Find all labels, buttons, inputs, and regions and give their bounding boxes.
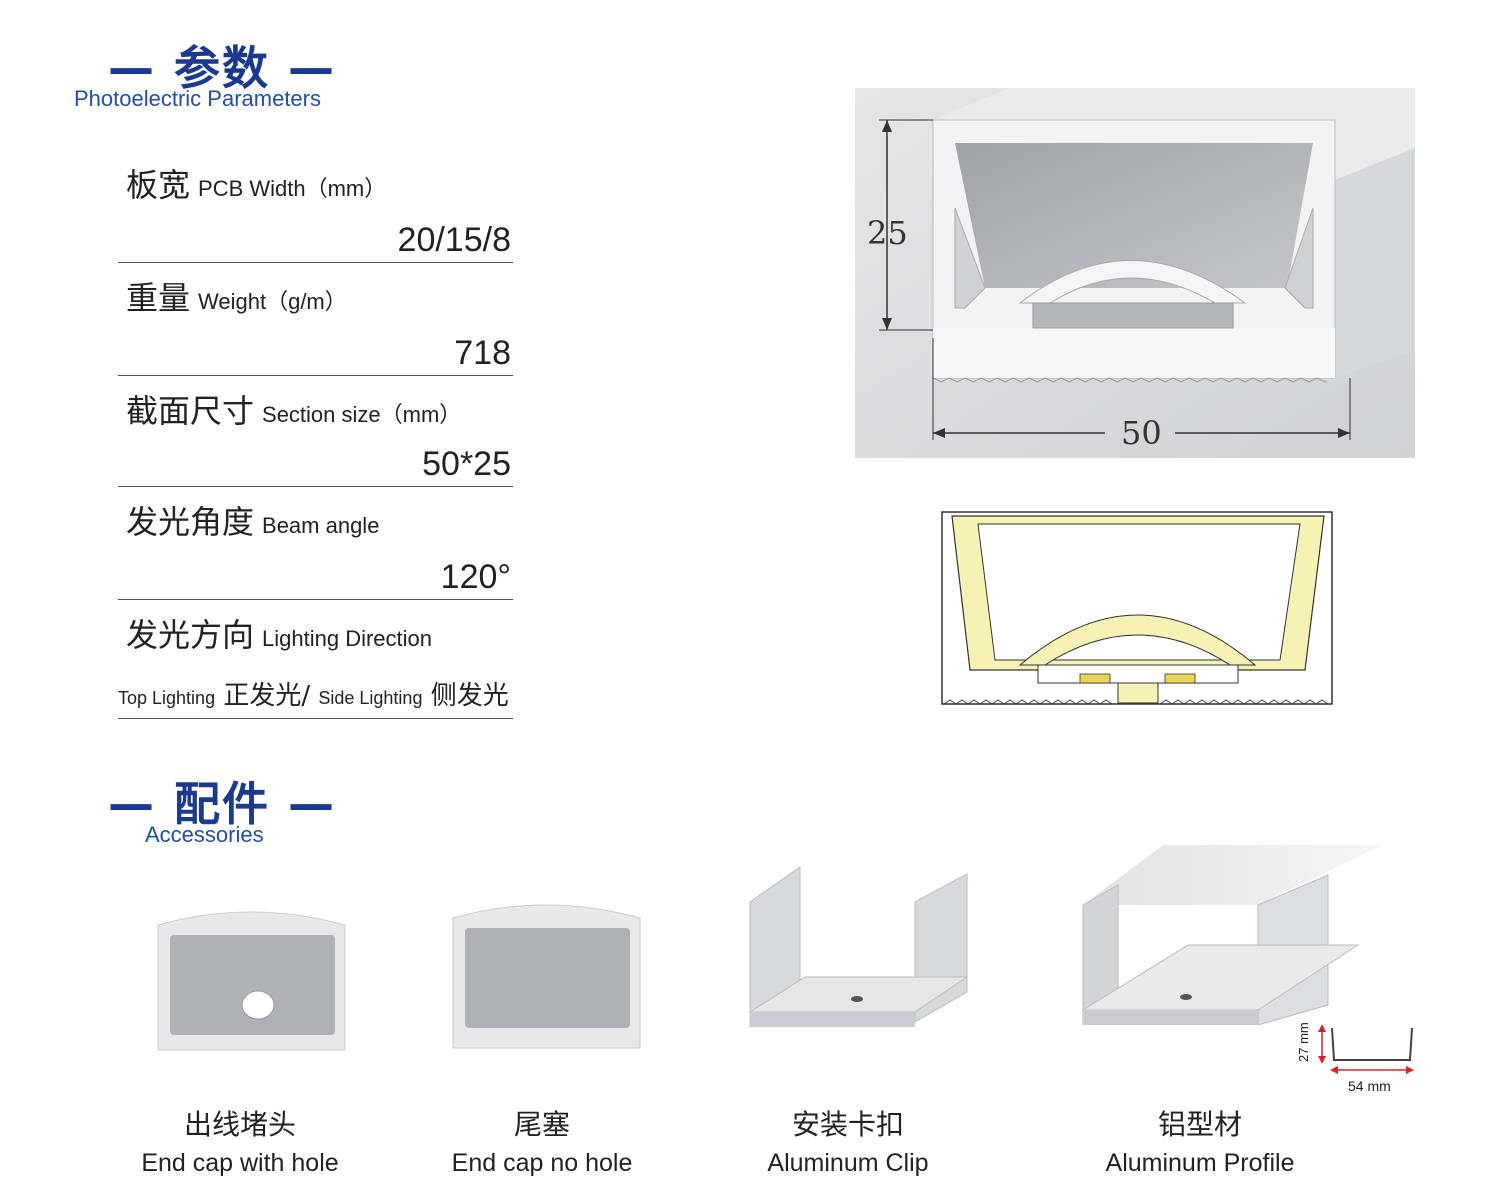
- param-value: 120°: [440, 558, 511, 596]
- width-dimension-label: 50: [1121, 414, 1162, 452]
- accessory-name-en: Aluminum Profile: [1105, 1149, 1295, 1177]
- param-label-cn: 截面尺寸: [126, 392, 255, 430]
- param-label-cn: 发光方向: [126, 616, 255, 654]
- param-label-cn: 发光角度: [126, 503, 255, 541]
- side-lighting-en: Side Lighting: [318, 688, 423, 708]
- cross-section-drawing: [940, 510, 1335, 710]
- accessory-caption: 安装卡扣 Aluminum Clip: [718, 1103, 978, 1178]
- height-dimension-label: 25: [867, 214, 908, 252]
- accessory-name-cn: 铝型材: [1157, 1108, 1242, 1141]
- param-label-en: Section size（mm）: [262, 402, 462, 427]
- param-row-direction: 发光方向 Lighting Direction Top Lighting 正发光/…: [118, 600, 513, 719]
- accessory-caption: 尾塞 End cap no hole: [412, 1103, 672, 1178]
- top-lighting-cn: 正发光/: [223, 681, 311, 711]
- aluminum-profile-dimension-drawing: 27 mm 54 mm: [1292, 1010, 1422, 1100]
- param-label-cn: 重量: [126, 279, 191, 317]
- accessory-caption: 出线堵头 End cap with hole: [110, 1103, 370, 1178]
- aluminum-profile-image: [1078, 845, 1383, 1030]
- param-value: 718: [454, 334, 511, 372]
- clip-height-label: 27 mm: [1296, 1022, 1311, 1062]
- end-cap-no-hole-image: [445, 898, 645, 1053]
- accessory-name-cn: 出线堵头: [183, 1108, 296, 1141]
- param-label-en: Lighting Direction: [262, 626, 432, 651]
- lighting-direction-values: Top Lighting 正发光/ Side Lighting 侧发光: [118, 675, 509, 712]
- param-label-en: Weight（g/m）: [198, 289, 347, 314]
- param-row: 发光角度 Beam angle 120°: [118, 487, 513, 600]
- parameters-table: 板宽 PCB Width（mm） 20/15/8 重量 Weight（g/m） 71…: [118, 150, 513, 719]
- accessories-subtitle: Accessories: [145, 822, 264, 847]
- side-lighting-cn: 侧发光: [430, 681, 509, 711]
- param-row: 板宽 PCB Width（mm） 20/15/8: [118, 150, 513, 263]
- param-label-en: PCB Width（mm）: [198, 176, 387, 201]
- param-value: 20/15/8: [397, 221, 511, 259]
- param-label-en: Beam angle: [262, 513, 380, 538]
- parameters-subtitle: Photoelectric Parameters: [74, 86, 321, 111]
- param-label-cn: 板宽: [126, 166, 191, 204]
- end-cap-with-hole-image: [150, 905, 350, 1055]
- accessories-title: — 配件 —: [108, 777, 337, 831]
- parameters-title: — 参数 —: [108, 41, 337, 95]
- top-lighting-en: Top Lighting: [118, 688, 216, 708]
- accessory-name-cn: 安装卡扣: [791, 1108, 904, 1141]
- param-row: 重量 Weight（g/m） 718: [118, 263, 513, 376]
- accessory-caption: 铝型材 Aluminum Profile: [1060, 1103, 1340, 1178]
- param-row: 截面尺寸 Section size（mm） 50*25: [118, 376, 513, 487]
- param-value: 50*25: [422, 445, 511, 483]
- accessory-name-en: End cap with hole: [141, 1149, 339, 1177]
- accessory-name-en: Aluminum Clip: [767, 1149, 929, 1177]
- aluminum-clip-image: [745, 862, 975, 1032]
- profile-3d-drawing: 25 50: [855, 88, 1415, 458]
- accessory-name-en: End cap no hole: [451, 1149, 633, 1177]
- accessory-name-cn: 尾塞: [513, 1108, 570, 1141]
- clip-width-label: 54 mm: [1348, 1078, 1391, 1094]
